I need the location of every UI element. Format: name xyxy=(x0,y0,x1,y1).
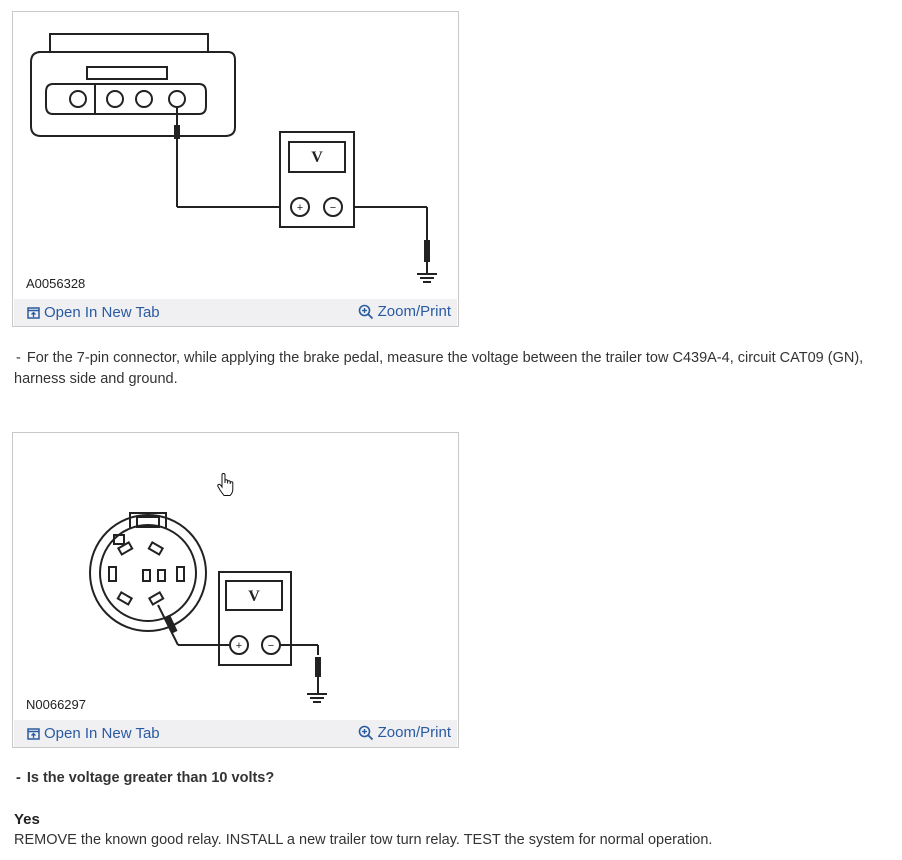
meter-label: V xyxy=(248,588,260,605)
svg-text:+: + xyxy=(236,640,242,652)
step-dash: - xyxy=(16,770,21,786)
svg-text:−: − xyxy=(268,640,274,652)
round-connector-voltage-diagram: V + − xyxy=(89,512,327,703)
figure-toolbar: Open In New Tab Zoom/Print xyxy=(14,720,457,747)
zoom-in-icon xyxy=(358,304,373,319)
svg-text:+: + xyxy=(297,202,303,214)
open-new-tab-icon xyxy=(27,728,40,740)
zoom-print-label: Zoom/Print xyxy=(377,303,451,320)
open-new-tab-icon xyxy=(27,307,40,319)
zoom-in-icon xyxy=(358,725,373,740)
hand-pointer-cursor xyxy=(217,473,234,496)
zoom-print-link[interactable]: Zoom/Print xyxy=(358,303,451,320)
meter-label: V xyxy=(311,149,323,166)
figure-id-label: A0056328 xyxy=(26,276,86,291)
figure-a0056328: V + − A0056328 Open In New Tab Zoom/Prin… xyxy=(12,11,459,327)
zoom-print-label: Zoom/Print xyxy=(377,724,451,741)
answer-yes-label: Yes xyxy=(14,811,40,828)
open-in-new-tab-label: Open In New Tab xyxy=(44,725,160,742)
figure-id-label: N0066297 xyxy=(26,697,86,712)
figure-n0066297: V + − N0066297 Open In New Tab Zoom/Prin… xyxy=(12,432,459,748)
zoom-print-link[interactable]: Zoom/Print xyxy=(358,724,451,741)
open-in-new-tab-link[interactable]: Open In New Tab xyxy=(27,725,160,742)
figure-toolbar: Open In New Tab Zoom/Print xyxy=(14,299,457,326)
open-in-new-tab-label: Open In New Tab xyxy=(44,304,160,321)
open-in-new-tab-link[interactable]: Open In New Tab xyxy=(27,304,160,321)
step-text: For the 7-pin connector, while applying … xyxy=(14,350,864,387)
answer-yes-text: REMOVE the known good relay. INSTALL a n… xyxy=(14,832,713,848)
step-question-text: Is the voltage greater than 10 volts? xyxy=(26,770,275,786)
svg-text:−: − xyxy=(330,202,336,214)
step-instruction: -For the 7-pin connector, while applying… xyxy=(14,348,884,390)
step-dash: - xyxy=(16,350,21,366)
connector-voltage-diagram: V + − xyxy=(30,33,437,283)
step-question: -Is the voltage greater than 10 volts? xyxy=(14,768,884,789)
